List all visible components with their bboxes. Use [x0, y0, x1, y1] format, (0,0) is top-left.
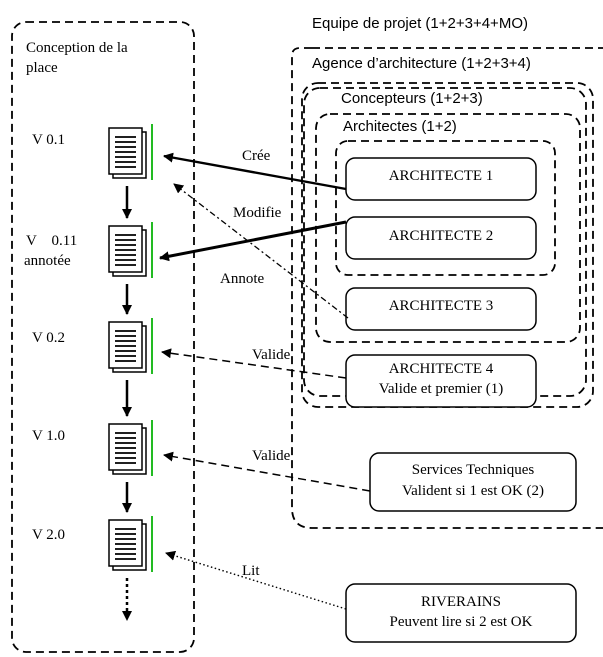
- edge-label-annote: Annote: [220, 271, 265, 287]
- document-icon: [108, 318, 153, 375]
- actor-sublabel-a4: Valide et premier (1): [378, 381, 504, 397]
- edge-label-valide-1: Valide: [252, 347, 291, 363]
- group-label-architectes: Architectes (1+2): [343, 118, 457, 135]
- column-title-line2: place: [26, 60, 58, 76]
- document-icon: [108, 222, 153, 279]
- version-label: V 2.0: [32, 527, 66, 543]
- group-label-projet: Equipe de projet (1+2+3+4+MO): [312, 15, 528, 32]
- actor-box-st: [369, 452, 577, 512]
- document-icon: [108, 420, 153, 477]
- actor-label-a2: ARCHITECTE 2: [388, 228, 494, 244]
- edge-label-valide-2: Valide: [252, 448, 291, 464]
- version-label: V 0.1: [32, 132, 66, 148]
- column-title-line1: Conception de la: [26, 40, 128, 56]
- edge-valide-2: [163, 451, 371, 492]
- actor-label-a4: ARCHITECTE 4: [388, 361, 494, 377]
- actor-box-a4: [345, 354, 537, 408]
- edge-cree: [163, 152, 347, 191]
- edge-lit: [165, 550, 347, 610]
- edge-modifie: [159, 220, 347, 262]
- actor-label-a1: ARCHITECTE 1: [388, 168, 494, 184]
- actor-label-st: Services Techniques: [411, 462, 535, 478]
- document-icon: [108, 124, 153, 181]
- actor-sublabel-st: Valident si 1 est OK (2): [401, 483, 545, 499]
- actor-label-a3: ARCHITECTE 3: [388, 298, 494, 314]
- version-label-sub: annotée: [24, 253, 71, 269]
- edge-label-modifie: Modifie: [233, 205, 282, 221]
- actor-box-a1: [345, 157, 537, 201]
- version-label: V 0.2: [32, 330, 66, 346]
- group-concepteurs-frame-visible: [303, 87, 587, 397]
- actor-sublabel-riv: Peuvent lire si 2 est OK: [389, 614, 533, 630]
- actor-box-a2: [345, 216, 537, 260]
- actor-label-riv: RIVERAINS: [420, 594, 501, 610]
- document-icon: [108, 516, 153, 573]
- version-label: V 0.11: [26, 233, 78, 249]
- edge-label-lit: Lit: [242, 563, 260, 579]
- edge-valide-1: [161, 348, 347, 379]
- group-label-agence: Agence d’architecture (1+2+3+4): [312, 55, 531, 72]
- edge-label-cree: Crée: [242, 148, 271, 164]
- group-label-concepteurs: Concepteurs (1+2+3): [341, 90, 483, 107]
- group-inner-frame: [335, 140, 556, 276]
- group-projet-frame: [291, 47, 603, 529]
- actor-box-riv: [345, 583, 577, 643]
- version-label: V 1.0: [32, 428, 66, 444]
- column-frame: [11, 21, 195, 653]
- actor-box-a3: [345, 287, 537, 331]
- edge-annote: [173, 183, 349, 319]
